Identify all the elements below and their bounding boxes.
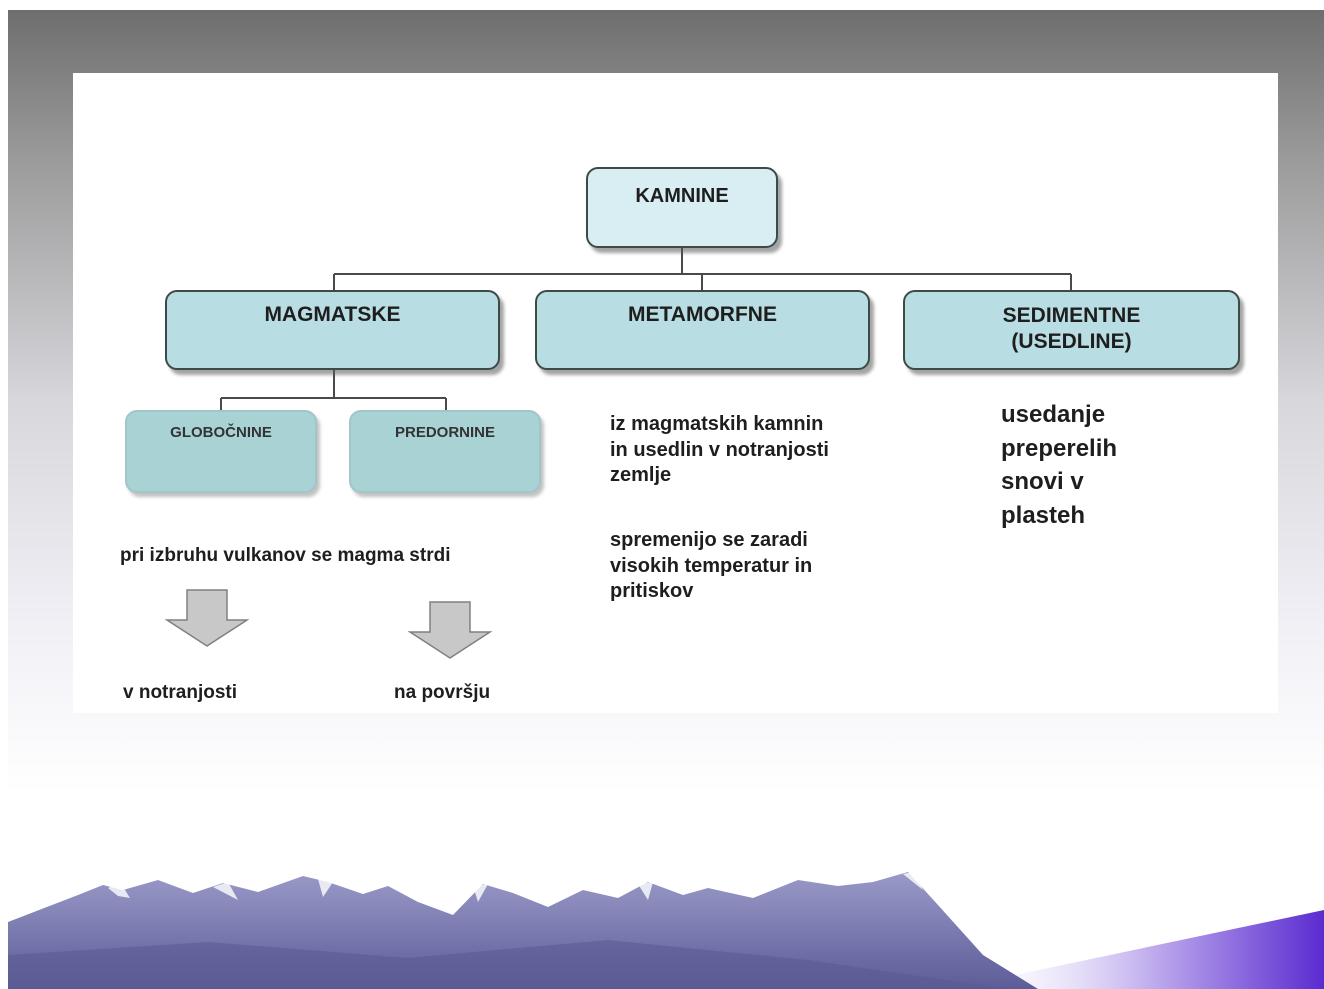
category-label: SEDIMENTNE (USEDLINE) [1002,304,1141,353]
outcome-surface: na površju [394,682,491,703]
metamorfne-origin-text: iz magmatskih kamnin in usedlin v notran… [610,413,829,487]
category-label: METAMORFNE [628,303,777,326]
category-label: MAGMATSKE [264,303,401,326]
sedimentne-description: usedanje preperelih snovi v plasteh [1001,401,1118,529]
root-node-kamnine: KAMNINE [586,167,778,248]
category-node-metamorfne: METAMORFNE [535,290,870,370]
category-node-sedimentne: SEDIMENTNE (USEDLINE) [903,290,1240,370]
subcategory-node-globocnine: GLOBOČNINE [125,410,317,493]
down-arrow-icon [408,601,492,659]
mountain-illustration [8,872,1324,989]
subcategory-label: PREDORNINE [394,424,495,441]
top-strip [0,0,1324,10]
subcategory-label: GLOBOČNINE [170,424,272,441]
category-node-magmatske: MAGMATSKE [165,290,500,370]
root-label: KAMNINE [635,185,729,207]
outcome-inside: v notranjosti [123,682,238,703]
metamorfne-change-text: spremenijo se zaradi visokih temperatur … [610,529,813,603]
magmatske-description: pri izbruhu vulkanov se magma strdi [120,545,451,566]
down-arrow-icon [165,589,249,647]
tree-connectors [220,248,1072,410]
subcategory-node-predornine: PREDORNINE [349,410,541,493]
slide: KAMNINE MAGMATSKE METAMORFNE SEDIMENTNE … [8,10,1324,989]
